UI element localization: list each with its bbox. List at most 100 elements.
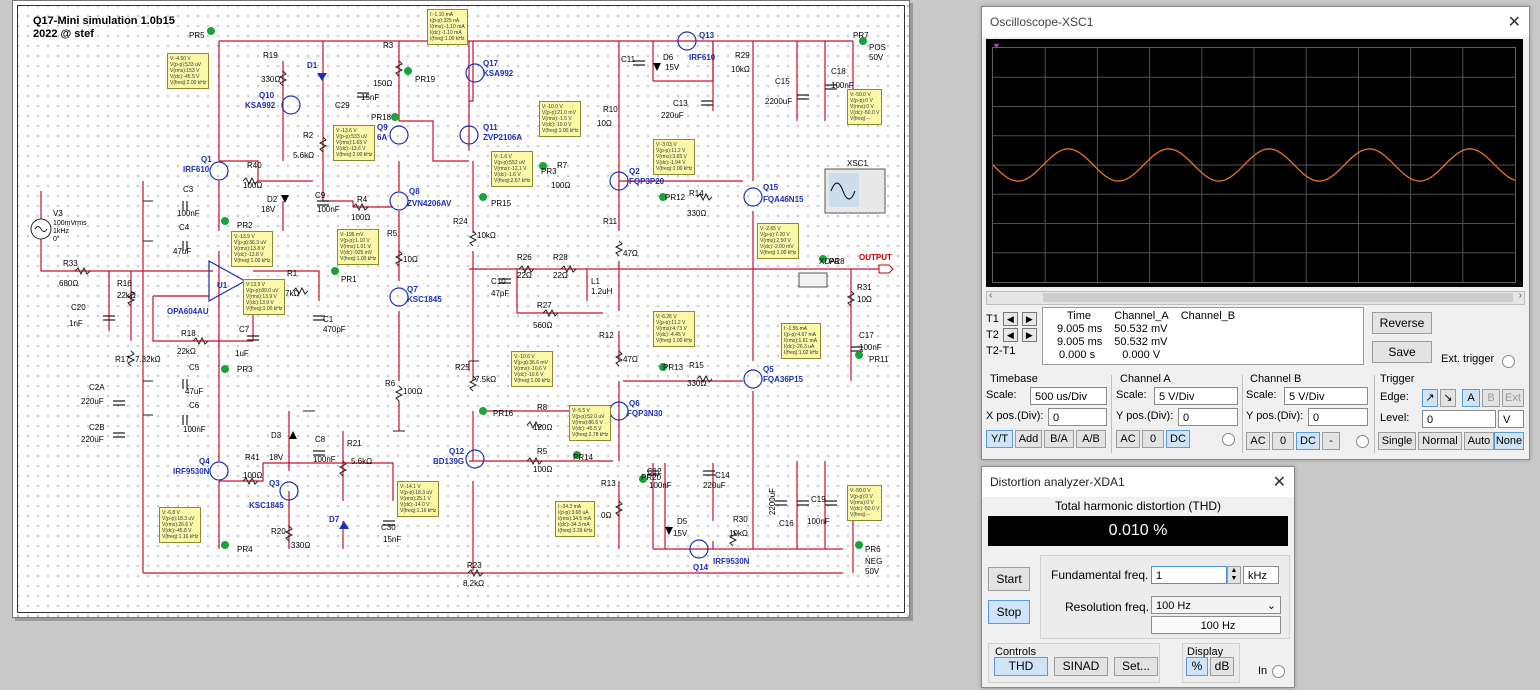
close-icon[interactable]: ✕ bbox=[1272, 474, 1286, 491]
label-L1: L1 bbox=[591, 277, 600, 286]
set-button[interactable]: Set... bbox=[1114, 657, 1158, 676]
trigger-source-ext-button[interactable]: Ext bbox=[1502, 389, 1524, 407]
rising-edge-icon[interactable]: ↗ bbox=[1422, 389, 1438, 407]
probe-readout: V:-13.9 V V(p-p):36.3 uV V(rms):13.8 V V… bbox=[231, 231, 274, 267]
reverse-button[interactable]: Reverse bbox=[1372, 312, 1432, 334]
close-icon[interactable]: ✕ bbox=[1507, 14, 1521, 31]
scope-grid bbox=[992, 47, 1516, 283]
distortion-analyzer-window[interactable]: Distortion analyzer-XDA1 ✕ Total harmoni… bbox=[981, 466, 1295, 688]
channel-b-ypos-label: Y pos.(Div): bbox=[1246, 410, 1304, 422]
channel-b-scale-field[interactable]: 5 V/Div bbox=[1284, 387, 1368, 405]
trigger-single-button[interactable]: Single bbox=[1378, 432, 1416, 450]
trigger-source-b-button[interactable]: B bbox=[1482, 389, 1500, 407]
t2-left-button[interactable]: ◀ bbox=[1002, 328, 1018, 342]
delta-channel-a: 0.000 V bbox=[1122, 349, 1161, 361]
fundamental-freq-label: Fundamental freq. bbox=[1051, 568, 1149, 582]
input-radio[interactable] bbox=[1272, 665, 1285, 678]
start-button[interactable]: Start bbox=[988, 567, 1030, 591]
label-PR1: PR1 bbox=[341, 275, 357, 284]
t1-time: 9.005 ms bbox=[1057, 323, 1103, 335]
channel-a-ac-button[interactable]: AC bbox=[1116, 430, 1140, 448]
t1-channel-b bbox=[1181, 323, 1247, 336]
channel-b-ac-button[interactable]: AC bbox=[1246, 432, 1270, 450]
channel-b-radio[interactable] bbox=[1356, 435, 1369, 448]
scroll-right-icon[interactable]: › bbox=[1518, 290, 1522, 301]
trigger-level-unit[interactable]: V bbox=[1498, 410, 1524, 428]
channel-b-ypos-field[interactable]: 0 bbox=[1308, 408, 1368, 426]
save-button[interactable]: Save bbox=[1372, 341, 1432, 363]
scope-scrollbar[interactable]: ‹ › bbox=[986, 290, 1525, 305]
trigger-normal-button[interactable]: Normal bbox=[1418, 432, 1462, 450]
label-Q14: Q14 bbox=[693, 563, 709, 572]
ext-trigger-radio[interactable] bbox=[1502, 355, 1515, 368]
yt-mode-button[interactable]: Y/T bbox=[986, 430, 1013, 448]
t1-right-button[interactable]: ▶ bbox=[1021, 312, 1037, 326]
timebase-xpos-field[interactable]: 0 bbox=[1048, 408, 1107, 426]
thd-button[interactable]: THD bbox=[994, 657, 1048, 676]
probe-readout: I:-1.10 mA I(p-p):325 nA I(rms):-1.10 mA… bbox=[427, 9, 468, 45]
percent-button[interactable]: % bbox=[1186, 657, 1208, 676]
channel-a-dc-button[interactable]: DC bbox=[1166, 430, 1190, 448]
channel-b-invert-button[interactable]: - bbox=[1322, 432, 1340, 450]
label-R21: R21 bbox=[347, 439, 362, 448]
label-v3-amp: 100mVrms bbox=[53, 220, 87, 227]
trigger-level-field[interactable]: 0 bbox=[1422, 410, 1496, 428]
channel-a-scale-label: Scale: bbox=[1116, 389, 1147, 401]
trigger-none-button[interactable]: None bbox=[1494, 432, 1524, 450]
label-Q10: Q10 bbox=[259, 91, 275, 100]
label-R14: R14 bbox=[689, 189, 704, 198]
probe-readout: V:-3.03 V V(p-p):11.2 V V(rms):3.65 V V(… bbox=[653, 139, 696, 175]
label-R33: R33 bbox=[63, 259, 78, 268]
label-r33-value: 680Ω bbox=[59, 279, 79, 288]
label-XSC1: XSC1 bbox=[847, 159, 868, 168]
freq-spinner-icon[interactable]: ▲▼ bbox=[1227, 566, 1241, 584]
label-Q9: Q9 bbox=[377, 123, 388, 132]
scroll-left-icon[interactable]: ‹ bbox=[989, 290, 993, 301]
fundamental-freq-input[interactable]: 1 bbox=[1151, 566, 1227, 584]
t1-left-button[interactable]: ◀ bbox=[1002, 312, 1018, 326]
channel-b-dc-button[interactable]: DC bbox=[1296, 432, 1320, 450]
schematic-sheet[interactable]: Q17-Mini simulation 1.0b15 2022 @ stef bbox=[12, 0, 910, 618]
channel-b-zero-button[interactable]: 0 bbox=[1272, 432, 1294, 450]
label-R19: R19 bbox=[263, 51, 278, 60]
label-PR2: PR2 bbox=[237, 221, 253, 230]
db-button[interactable]: dB bbox=[1210, 657, 1234, 676]
stop-button[interactable]: Stop bbox=[988, 600, 1030, 624]
label-C2B: C2B bbox=[89, 423, 105, 432]
t2t1-label: T2-T1 bbox=[986, 345, 1016, 357]
title-line-2: 2022 @ stef bbox=[33, 28, 94, 40]
label-Q6: Q6 bbox=[629, 399, 640, 408]
label-C13: C13 bbox=[673, 99, 688, 108]
label-R5: R5 bbox=[387, 229, 398, 238]
label-Q4: Q4 bbox=[199, 457, 210, 466]
label-c14-value: 220uF bbox=[703, 481, 726, 490]
scrollbar-thumb[interactable] bbox=[1043, 293, 1513, 302]
timebase-xpos-label: X pos.(Div): bbox=[986, 410, 1044, 422]
sinad-button[interactable]: SINAD bbox=[1054, 657, 1108, 676]
label-r6-value: 100Ω bbox=[403, 387, 423, 396]
timebase-scale-field[interactable]: 500 us/Div bbox=[1030, 387, 1107, 405]
channel-a-ypos-field[interactable]: 0 bbox=[1178, 408, 1238, 426]
falling-edge-icon[interactable]: ↘ bbox=[1440, 389, 1456, 407]
distortion-titlebar[interactable]: Distortion analyzer-XDA1 ✕ bbox=[982, 467, 1294, 497]
label-r5b-value: 100Ω bbox=[533, 465, 553, 474]
label-Q11: Q11 bbox=[483, 123, 498, 132]
label-c17-value: 100nF bbox=[859, 343, 882, 352]
scope-display[interactable]: ▼ bbox=[986, 39, 1523, 287]
t2-right-button[interactable]: ▶ bbox=[1021, 328, 1037, 342]
oscilloscope-window[interactable]: Oscilloscope-XSC1 ✕ ▼ ‹ › T1 ◀▶ T2 ◀▶ T2… bbox=[981, 6, 1530, 460]
trigger-auto-button[interactable]: Auto bbox=[1464, 432, 1494, 450]
trigger-source-a-button[interactable]: A bbox=[1462, 389, 1480, 407]
channel-a-scale-field[interactable]: 5 V/Div bbox=[1154, 387, 1238, 405]
oscilloscope-titlebar[interactable]: Oscilloscope-XSC1 ✕ bbox=[982, 7, 1529, 37]
ba-mode-button[interactable]: B/A bbox=[1044, 430, 1074, 448]
group-divider bbox=[1111, 375, 1112, 453]
channel-a-radio[interactable] bbox=[1222, 433, 1235, 446]
fundamental-freq-unit[interactable]: kHz bbox=[1243, 566, 1279, 584]
probe-readout: V:-6.26 V V(p-p):11.2 V V(rms):4.73 V V(… bbox=[653, 311, 696, 347]
label-v3-phase: 0° bbox=[53, 236, 60, 243]
add-mode-button[interactable]: Add bbox=[1015, 430, 1042, 448]
resolution-freq-select[interactable]: 100 Hz ⌄ bbox=[1151, 596, 1281, 614]
ab-mode-button[interactable]: A/B bbox=[1076, 430, 1106, 448]
channel-a-zero-button[interactable]: 0 bbox=[1142, 430, 1164, 448]
